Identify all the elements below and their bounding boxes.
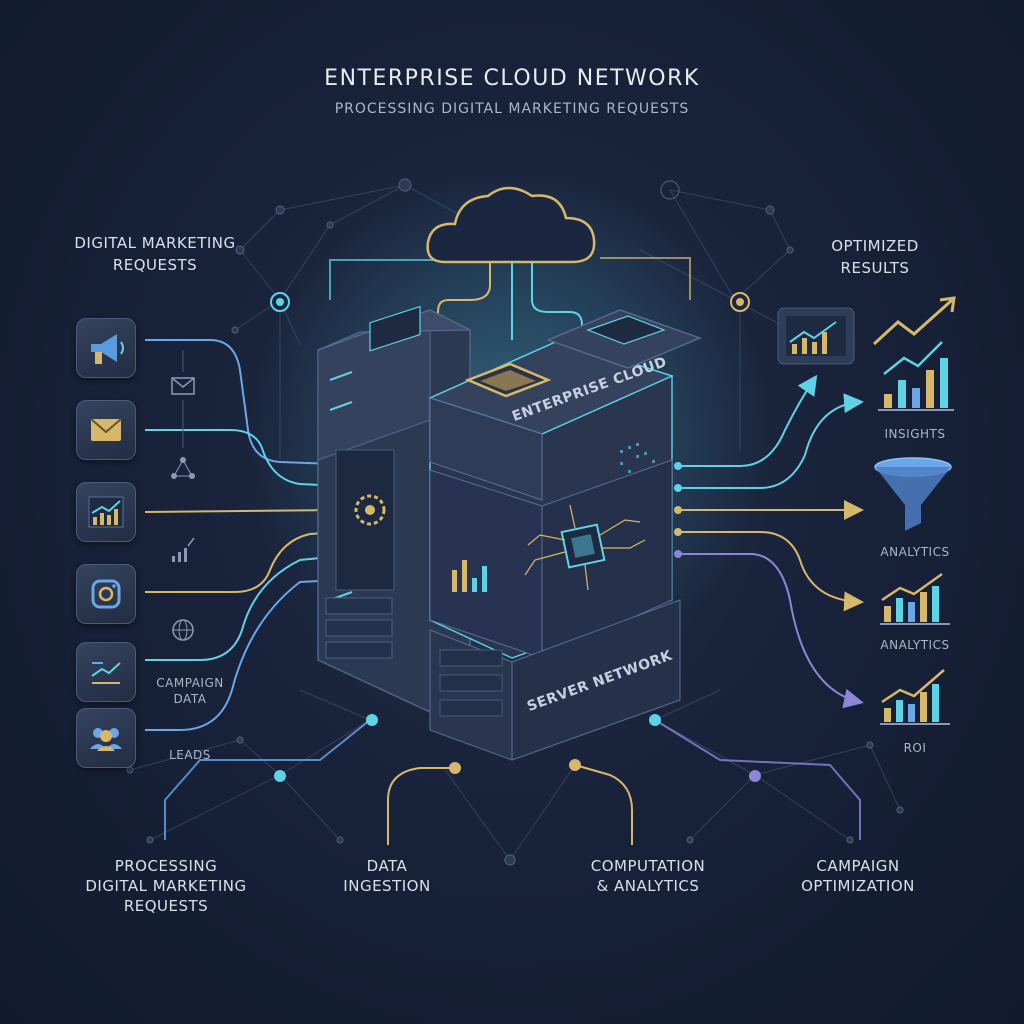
data-tile [76,642,136,702]
globe-small-icon [172,619,194,641]
stage-processing: PROCESSING DIGITAL MARKETING REQUESTS [85,857,247,915]
funnel-icon [874,457,952,531]
cloud-icon [426,186,596,264]
bars-small-icon [172,537,195,562]
campaign-data-label: CAMPAIGN DATA [156,676,224,706]
server-bottom [429,599,681,761]
page-subtitle: PROCESSING DIGITAL MARKETING REQUESTS [334,101,690,117]
bottom-connectors [164,719,861,845]
right-heading: OPTIMIZED RESULTS [831,237,919,277]
output-ports [674,462,682,558]
megaphone-tile [76,318,136,378]
output-label-roi: ROI [903,741,927,755]
dashboard-chart-icon [777,307,855,365]
page-title: ENTERPRISE CLOUD NETWORK [324,66,700,91]
server-main [428,339,674,659]
analytics-bars-icon [880,572,950,625]
output-connectors [678,374,864,709]
output-label-insights: INSIGHTS [884,427,946,441]
bottom-nodes [274,714,761,782]
output-label-analytics-1: ANALYTICS [880,545,950,559]
social-tile [76,564,136,624]
server-tower-right-top [546,309,702,369]
users-tile [76,708,136,768]
network-small-icon [171,457,195,479]
stage-computation: COMPUTATION & ANALYTICS [590,857,706,895]
mesh-nodes [126,178,904,866]
stage-data-ingestion: DATA INGESTION [343,857,431,895]
output-label-analytics-2: ANALYTICS [880,638,950,652]
email-tile [76,400,136,460]
mail-small-icon [171,377,195,395]
stage-campaign-optimization: CAMPAIGN OPTIMIZATION [801,857,915,895]
chart-tile [76,482,136,542]
roi-chart-icon [880,669,950,725]
input-connectors [144,339,344,731]
leads-label: LEADS [169,748,211,762]
left-heading: DIGITAL MARKETING REQUESTS [74,234,236,274]
trend-up-icon [872,296,956,411]
